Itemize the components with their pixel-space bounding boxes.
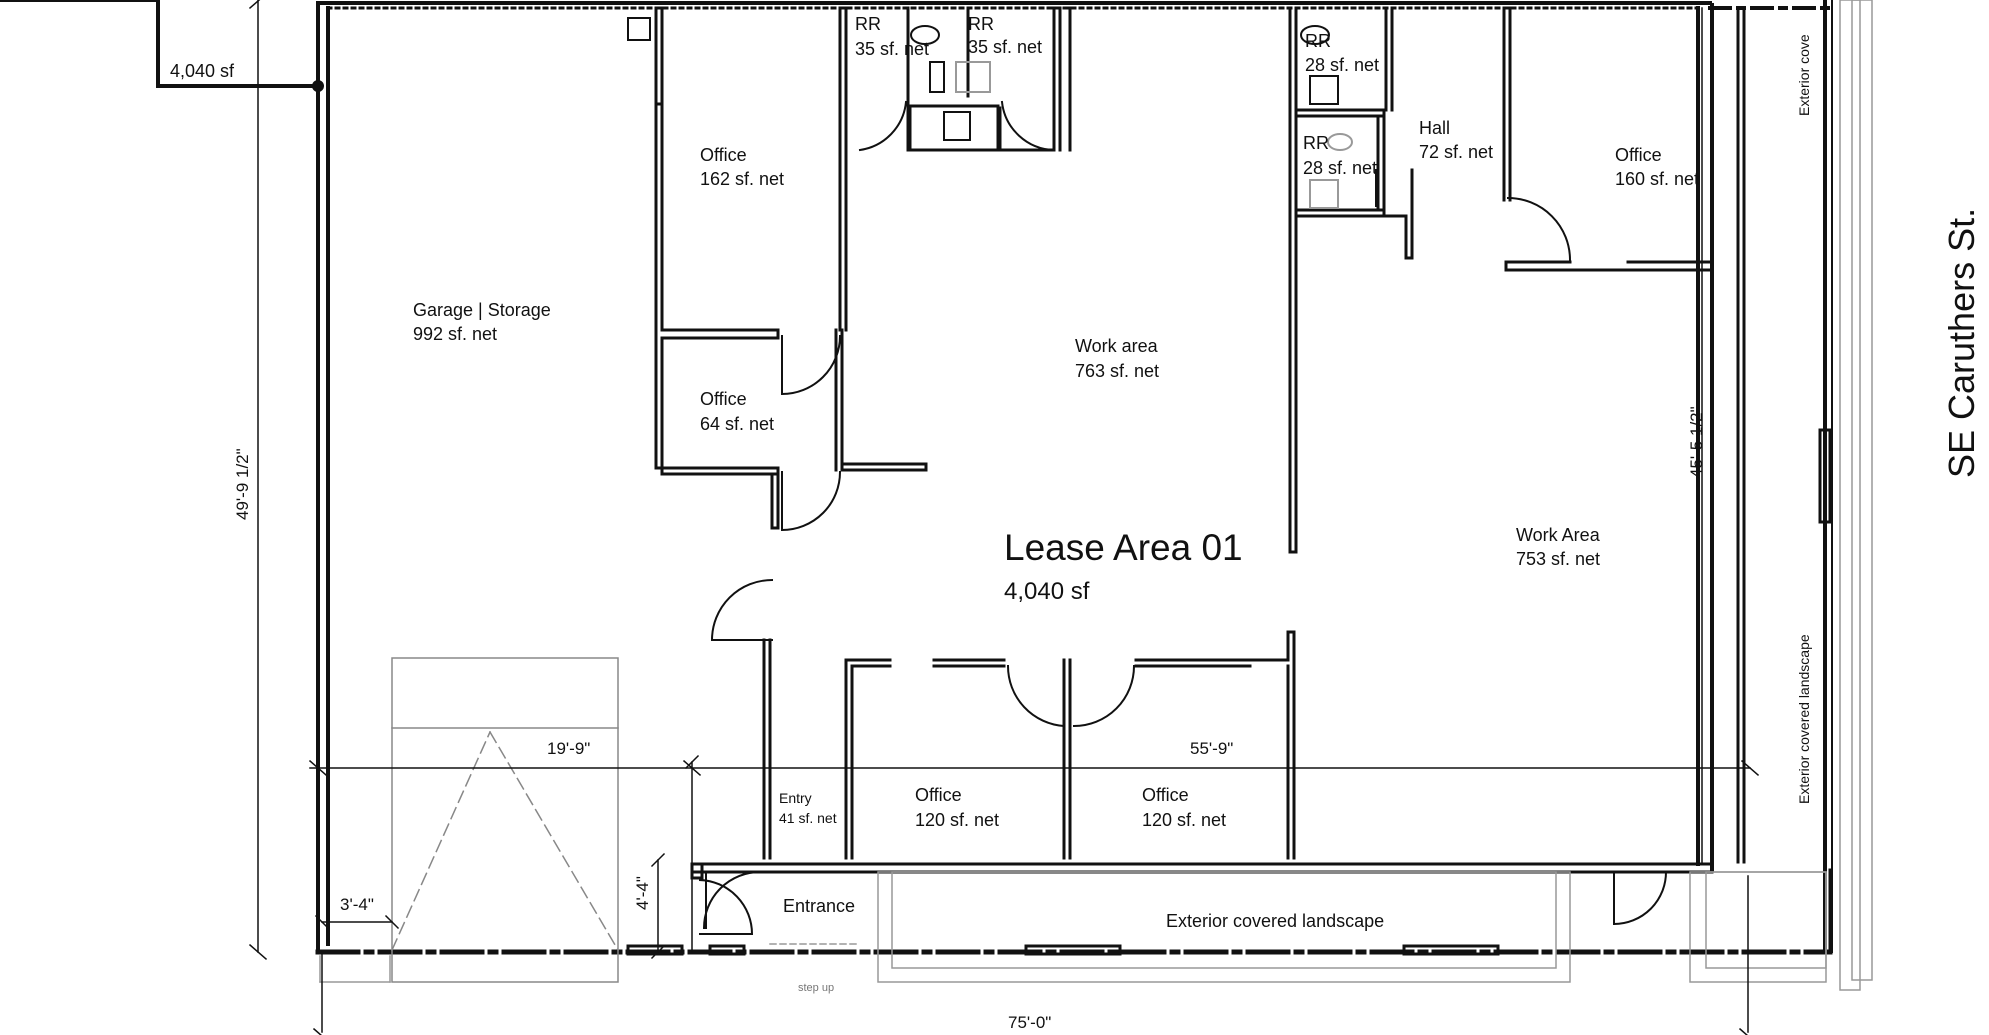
room-rr-2-name: RR: [968, 14, 994, 34]
plumbing-fixtures: [627, 17, 1353, 209]
front-steps: [626, 428, 1832, 956]
room-work-area-753-area: 753 sf. net: [1516, 549, 1601, 569]
room-entry-area: 41 sf. net: [779, 810, 837, 826]
room-garage-name: Garage | Storage: [413, 300, 551, 320]
room-office-64-area: 64 sf. net: [700, 414, 775, 434]
front-storefront: [690, 862, 1714, 874]
room-office-120-b-area: 120 sf. net: [1142, 810, 1227, 830]
landscape-right-label: Exterior covered landscape: [1796, 634, 1812, 804]
dimension-45-5-half: 45'-5 1/2": [1687, 406, 1706, 478]
dimension-49-9-half: 49'-9 1/2": [233, 448, 252, 520]
room-garage-area: 992 sf. net: [413, 324, 498, 344]
street-name-label: SE Caruthers St.: [1941, 207, 1982, 478]
adjacent-unit-outline: [0, 0, 324, 92]
step-up-label: step up: [798, 982, 835, 994]
room-office-120-a-name: Office: [915, 785, 962, 805]
room-office-162-area: 162 sf. net: [700, 169, 785, 189]
dimension-55-9: 55'-9": [1190, 739, 1234, 758]
dimension-19-9: 19'-9": [547, 739, 591, 758]
lease-area-size: 4,040 sf: [1004, 578, 1090, 605]
room-rr-3-area: 28 sf. net: [1305, 55, 1380, 75]
dimension-lines: [248, 0, 1760, 1035]
dimension-75-0: 75'-0": [1008, 1013, 1052, 1032]
dimension-4-4: 4'-4": [633, 876, 652, 910]
room-office-120-a-area: 120 sf. net: [915, 810, 1000, 830]
right-storefront: [1736, 8, 1746, 864]
room-rr-3-name: RR: [1305, 31, 1331, 51]
room-rr-4-name: RR: [1303, 133, 1329, 153]
room-rr-1-name: RR: [855, 14, 881, 34]
room-entry-name: Entry: [779, 790, 812, 806]
garage-door: [391, 657, 620, 983]
room-office-162-name: Office: [700, 145, 747, 165]
landscape-planters: [319, 0, 1873, 991]
room-rr-2-area: 35 sf. net: [968, 37, 1043, 57]
room-office-160-area: 160 sf. net: [1615, 169, 1700, 189]
interior-walls: [654, 6, 1714, 866]
corner-area-label: 4,040 sf: [170, 61, 235, 81]
room-hall-name: Hall: [1419, 118, 1451, 138]
room-work-area-763-name: Work area: [1075, 336, 1158, 356]
room-rr-4-area: 28 sf. net: [1303, 158, 1378, 178]
entrance-label: Entrance: [783, 896, 856, 916]
room-work-area-763-area: 763 sf. net: [1075, 361, 1160, 381]
room-office-64-name: Office: [700, 389, 747, 409]
lease-area-title: Lease Area 01: [1004, 527, 1243, 568]
room-office-120-b-name: Office: [1142, 785, 1189, 805]
exterior-walls: [315, 0, 1833, 955]
door-swings: [698, 100, 1668, 935]
landscape-bottom-label: Exterior covered landscape: [1166, 911, 1385, 931]
room-office-160-name: Office: [1615, 145, 1662, 165]
dimension-3-4: 3'-4": [340, 895, 374, 914]
room-hall-area: 72 sf. net: [1419, 142, 1494, 162]
landscape-right-top-label: Exterior cove: [1796, 34, 1812, 116]
room-rr-1-area: 35 sf. net: [855, 39, 930, 59]
room-work-area-753-name: Work Area: [1516, 525, 1600, 545]
